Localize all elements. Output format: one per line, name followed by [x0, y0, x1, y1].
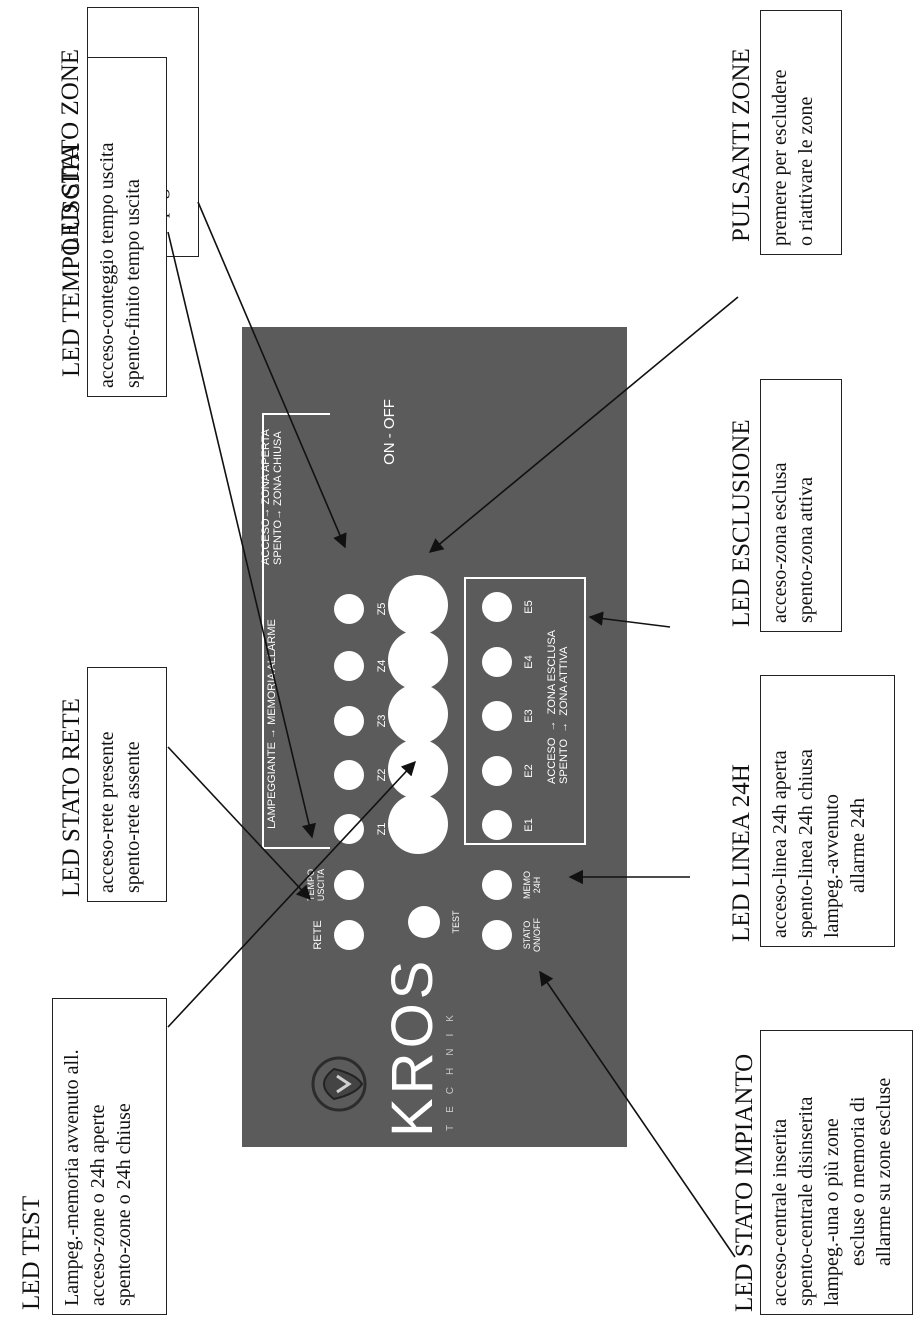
arrow-tempo-uscita [167, 231, 317, 839]
arrow-stato-impianto [539, 970, 736, 1258]
arrow-test [167, 760, 416, 1028]
control-panel: KROS TECHNIK LAMPEGGIANTE → MEMORIA ALLA… [242, 327, 627, 1147]
kros-logo-emblem [304, 1049, 374, 1119]
arrow-pulsanti-zone [428, 296, 739, 553]
arrow-stato-rete [167, 746, 311, 901]
arrow-esclusione [588, 611, 671, 628]
arrow-stato-zone [197, 201, 347, 549]
